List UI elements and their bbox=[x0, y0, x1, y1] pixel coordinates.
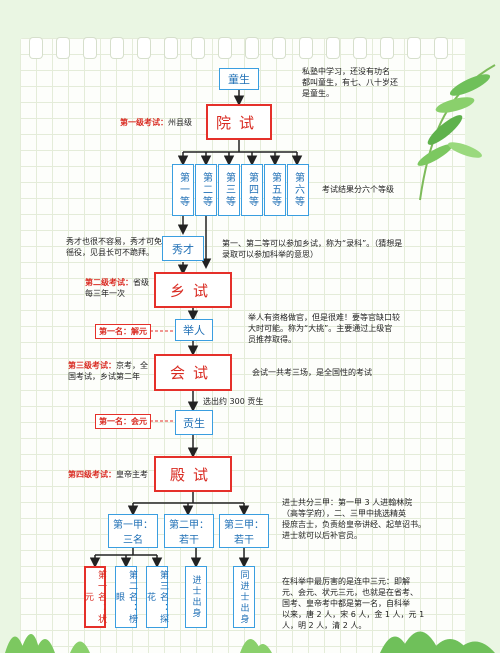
node-gongsheng: 贡生 bbox=[175, 410, 213, 435]
label-level1: 第一级考试：州县级 bbox=[120, 117, 192, 128]
jia1-sub: 三名 bbox=[123, 535, 143, 546]
note-line: 员推荐取得。 bbox=[248, 335, 296, 344]
label-level3-line2: 国考试，乡试第二年 bbox=[68, 372, 140, 381]
label-level2-line2: 每三年一次 bbox=[85, 289, 125, 298]
jia1-title: 第一甲： bbox=[113, 520, 153, 531]
ring-hole bbox=[111, 38, 123, 58]
node-huishi: 会试 bbox=[154, 354, 232, 391]
grade-3: 第三等 bbox=[218, 164, 240, 216]
node-jinshi-chushen: 进士出身 bbox=[185, 566, 207, 628]
ring-hole bbox=[84, 38, 96, 58]
ring-hole bbox=[246, 38, 258, 58]
grade-6: 第六等 bbox=[287, 164, 309, 216]
label-level4-rest: 皇帝主考 bbox=[116, 470, 148, 479]
ring-hole bbox=[435, 38, 447, 58]
note-line: 元、会元、状元三元，也就是在省考、 bbox=[282, 588, 418, 597]
note-xiucai-right: 第一、第二等可以参加乡试，称为“录科”。（猜想是 录取可以参加科举的意思） bbox=[222, 238, 422, 260]
note-line: 徭役，见县长可不跪拜。 bbox=[66, 248, 154, 257]
jia3-title: 第三甲： bbox=[224, 520, 264, 531]
ring-hole bbox=[192, 38, 204, 58]
jia3-sub: 若干 bbox=[234, 535, 254, 546]
ring-hole bbox=[273, 38, 285, 58]
node-dianshi: 殿试 bbox=[154, 456, 232, 492]
node-jia3: 第三甲： 若干 bbox=[219, 514, 269, 548]
note-line: 人，明 2 人，清 2 人。 bbox=[282, 621, 367, 630]
label-level4-key: 第四级考试： bbox=[68, 470, 116, 479]
node-jia2: 第二甲： 若干 bbox=[164, 514, 214, 548]
jia2-sub: 若干 bbox=[179, 535, 199, 546]
label-huiyuan: 第一名：会元 bbox=[95, 414, 151, 429]
note-line: 在科举中最厉害的是连中三元：即解 bbox=[282, 577, 410, 586]
jia2-title: 第二甲： bbox=[169, 520, 209, 531]
node-jia1: 第一甲： 三名 bbox=[108, 514, 158, 548]
label-level1-rest: 州县级 bbox=[168, 118, 192, 127]
grid-paper-background bbox=[20, 38, 465, 653]
note-gongsheng: 选出约 300 贡生 bbox=[203, 397, 264, 406]
label-level3-key: 第三级考试： bbox=[68, 361, 116, 370]
node-xiucai: 秀才 bbox=[162, 236, 204, 261]
note-tongsheng: 私塾中学习，还没有功名 都叫童生，有七、八十岁还 是童生。 bbox=[302, 66, 398, 99]
ring-hole bbox=[30, 38, 42, 58]
label-level2-key: 第二级考试： bbox=[85, 278, 133, 287]
node-tong-jinshi: 同进士出身 bbox=[233, 566, 255, 628]
note-line: 进士共分三甲：第一甲 3 人进翰林院 bbox=[282, 498, 413, 507]
grade-2: 第二等 bbox=[195, 164, 217, 216]
ring-hole bbox=[354, 38, 366, 58]
note-sanyuan: 在科举中最厉害的是连中三元：即解 元、会元、状元三元，也就是在省考、 国考、皇帝… bbox=[282, 576, 447, 631]
grade-4: 第四等 bbox=[241, 164, 263, 216]
note-line: 秀才也很不容易，秀才可免 bbox=[66, 237, 162, 246]
note-line: 录取可以参加科举的意思） bbox=[222, 250, 318, 259]
note-line: 是童生。 bbox=[302, 89, 334, 98]
node-juren: 举人 bbox=[175, 319, 213, 341]
note-xiucai-left: 秀才也很不容易，秀才可免 徭役，见县长可不跪拜。 bbox=[66, 236, 162, 258]
ring-hole bbox=[219, 38, 231, 58]
label-level1-key: 第一级考试： bbox=[120, 118, 168, 127]
label-level4: 第四级考试：皇帝主考 bbox=[68, 469, 148, 480]
label-level2-rest: 省级 bbox=[133, 278, 149, 287]
ring-hole bbox=[57, 38, 69, 58]
node-zhuangyuan: 第一名：状元 bbox=[83, 566, 106, 628]
node-tanhua: 第三名：探花 bbox=[145, 566, 168, 628]
note-line: 大时可能。称为“大挑”。主要通过上级官 bbox=[248, 324, 393, 333]
note-line: 举人有资格做官，但是很难！要等官缺口较 bbox=[248, 313, 400, 322]
note-line: 都叫童生，有七、八十岁还 bbox=[302, 78, 398, 87]
note-line: （高等学府），二、三甲中挑选精英 bbox=[282, 509, 406, 518]
label-jieyuan: 第一名：解元 bbox=[95, 324, 151, 339]
grade-5: 第五等 bbox=[264, 164, 286, 216]
ring-hole bbox=[300, 38, 312, 58]
note-line: 第一、第二等可以参加乡试，称为“录科”。（猜想是 bbox=[222, 239, 403, 248]
label-level3: 第三级考试：京考，全国考试，乡试第二年 bbox=[68, 360, 148, 382]
note-juren: 举人有资格做官，但是很难！要等官缺口较 大时可能。称为“大挑”。主要通过上级官 … bbox=[248, 312, 418, 345]
node-xiangshi: 乡试 bbox=[154, 272, 232, 308]
note-line: 私塾中学习，还没有功名 bbox=[302, 67, 390, 76]
node-tongsheng: 童生 bbox=[219, 68, 259, 90]
note-line: 授庶吉士，负责给皇帝讲经、起草诏书。 bbox=[282, 520, 426, 529]
ring-hole bbox=[165, 38, 177, 58]
note-line: 国考、皇帝考中都是第一名，自科举 bbox=[282, 599, 410, 608]
note-grades: 考试结果分六个等级 bbox=[322, 185, 394, 194]
ring-hole bbox=[408, 38, 420, 58]
ring-hole bbox=[381, 38, 393, 58]
grade-1: 第一等 bbox=[172, 164, 194, 216]
node-yuanshi: 院试 bbox=[206, 104, 272, 140]
notebook-rings bbox=[30, 10, 470, 70]
note-huishi: 会试一共考三场，是全国性的考试 bbox=[252, 368, 372, 377]
ring-hole bbox=[327, 38, 339, 58]
node-bangyan: 第二名：榜眼 bbox=[114, 566, 137, 628]
note-line: 以来，唐 2 人，宋 6 人，金 1 人，元 1 bbox=[282, 610, 425, 619]
note-line: 进士就可以后补官员。 bbox=[282, 531, 362, 540]
ring-hole bbox=[138, 38, 150, 58]
leaves-decoration-top-right bbox=[417, 64, 496, 201]
grass-decoration-bottom bbox=[5, 631, 495, 653]
label-level3-rest: 京考，全 bbox=[116, 361, 148, 370]
note-dianshi: 进士共分三甲：第一甲 3 人进翰林院 （高等学府），二、三甲中挑选精英 授庶吉士… bbox=[282, 497, 442, 541]
label-level2: 第二级考试：省级每三年一次 bbox=[85, 277, 149, 299]
